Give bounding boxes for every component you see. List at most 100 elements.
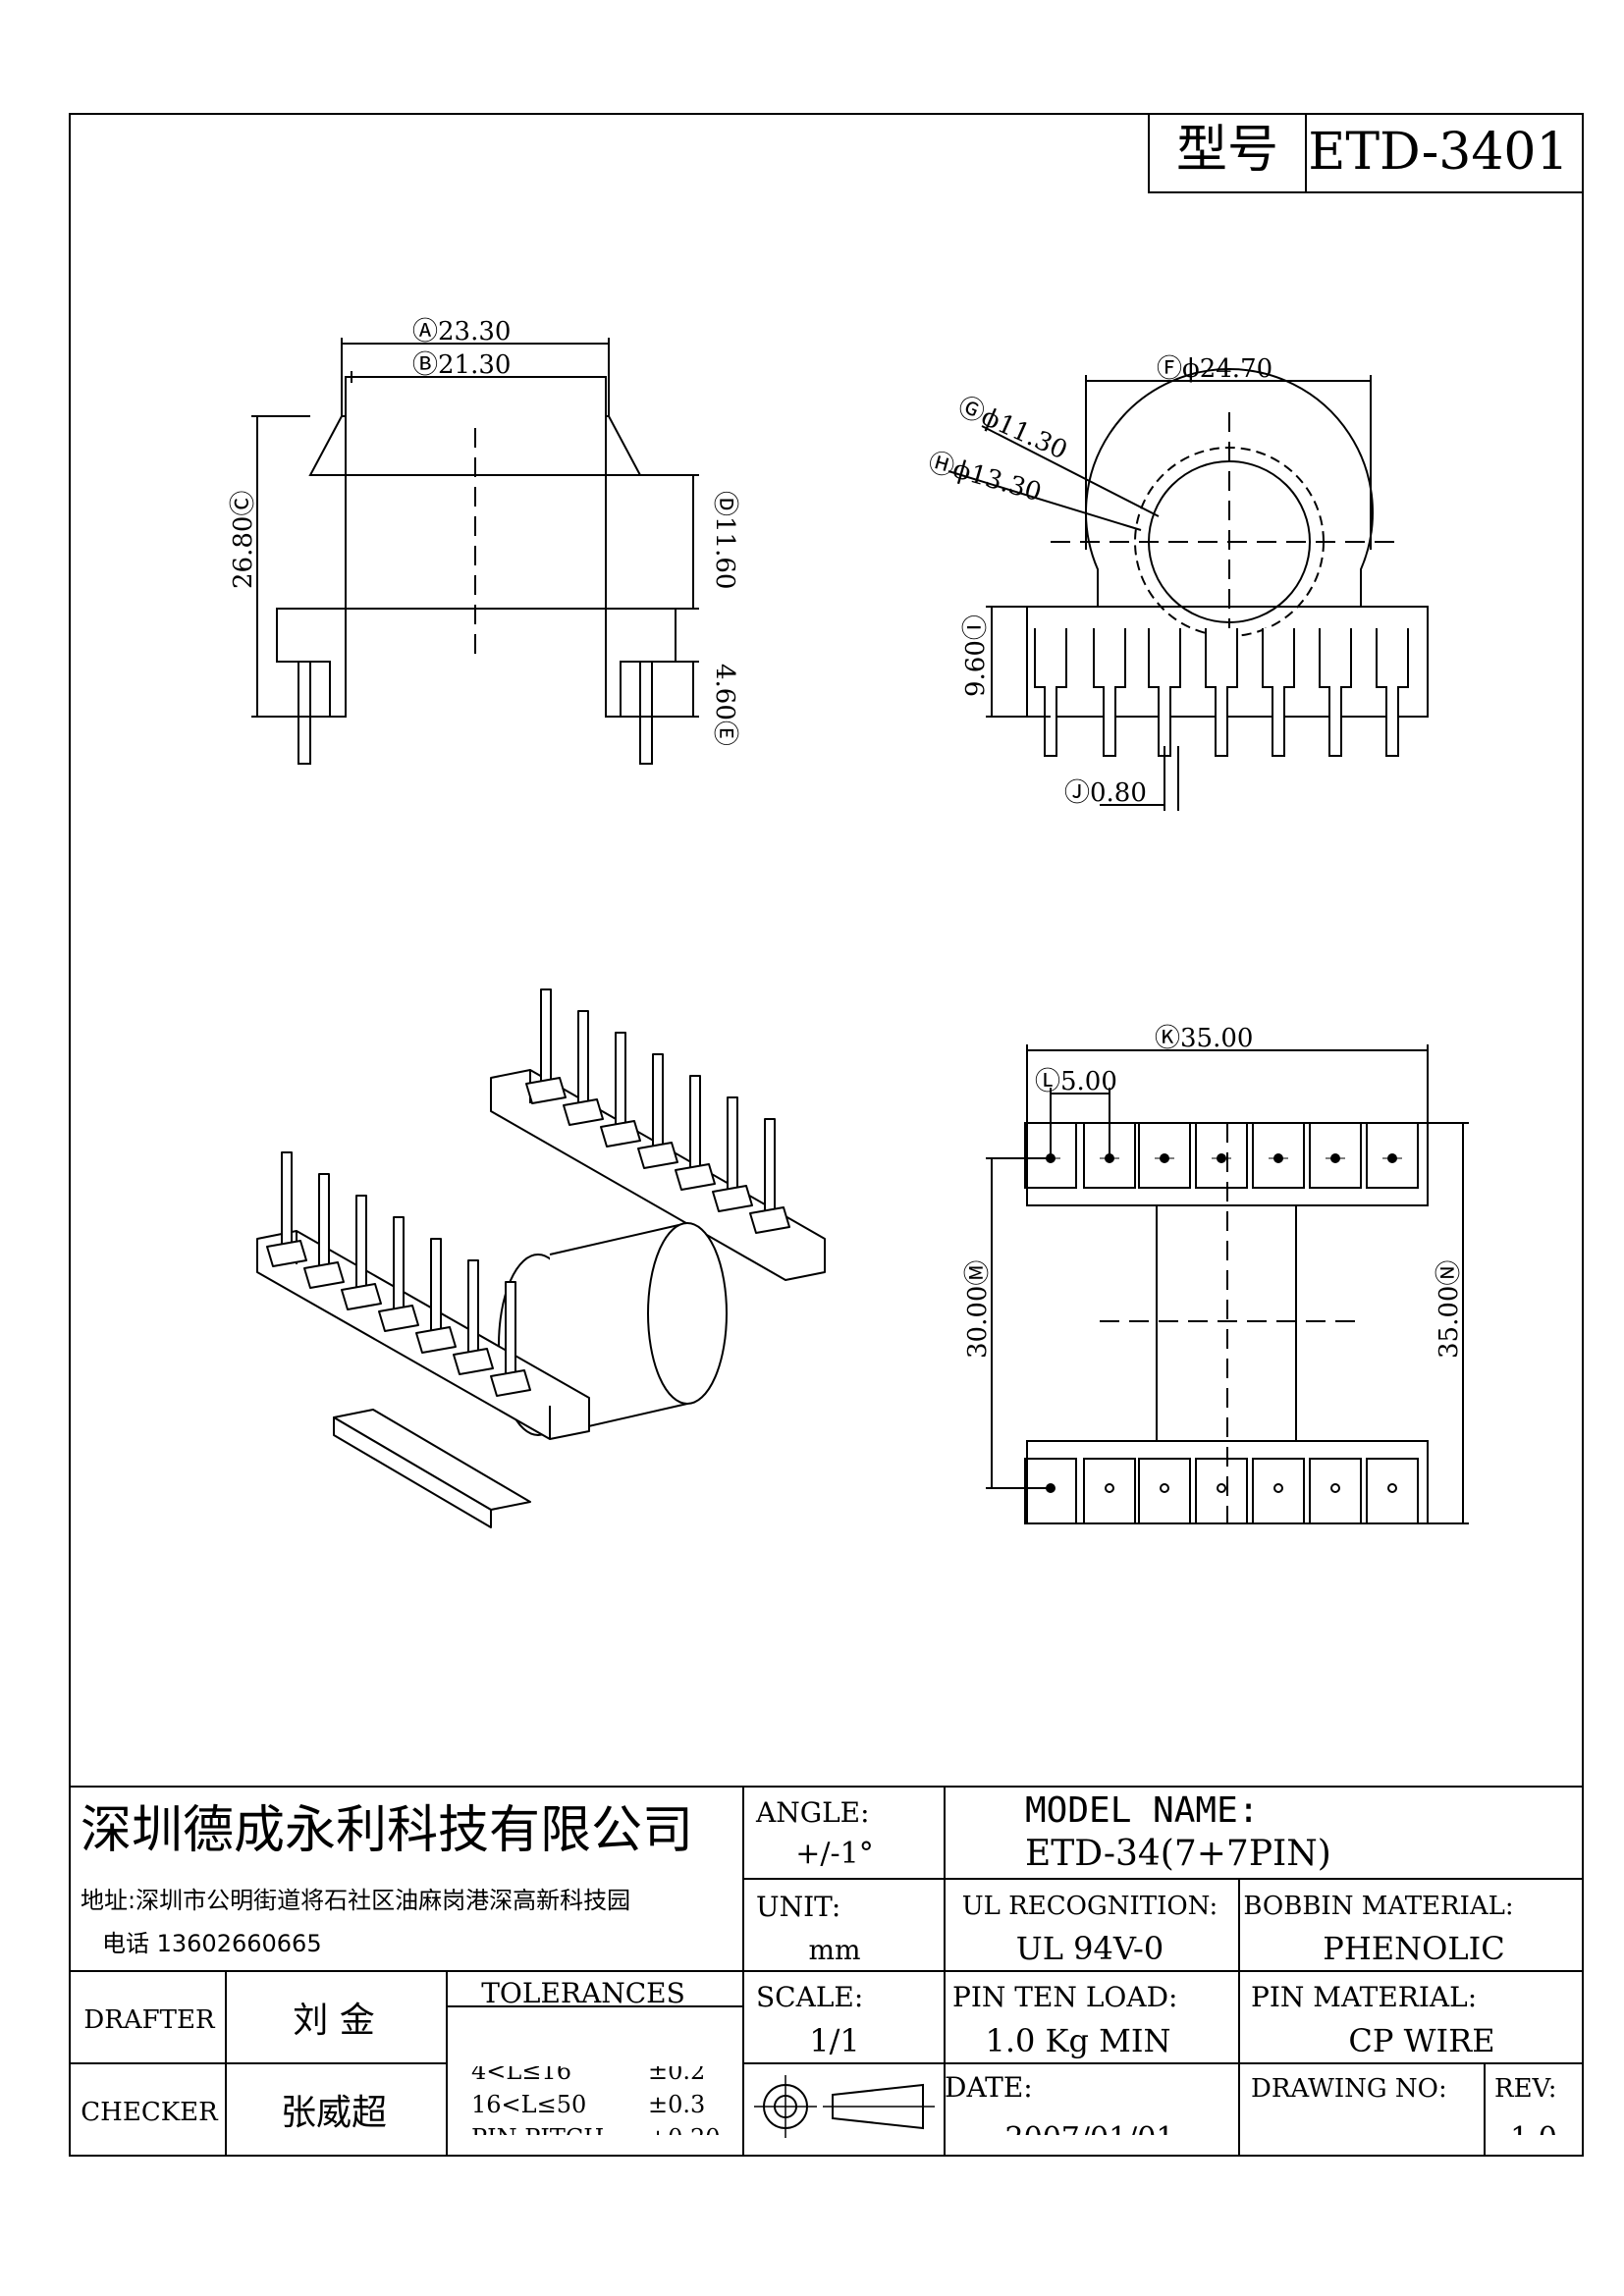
- bottom-pin-pocket: [1083, 1458, 1136, 1524]
- top-pin-pocket: [1195, 1122, 1248, 1189]
- top-pin-pocket: [1366, 1122, 1419, 1189]
- front-pin-slot: [1376, 628, 1409, 757]
- dim-l: Ⓛ5.00: [1035, 1067, 1117, 1096]
- bobbin-label: BOBBIN MATERIAL:: [1243, 1892, 1513, 1921]
- iso-pin: [467, 1259, 479, 1356]
- rev-value: 1.0: [1510, 2121, 1557, 2156]
- dim-h: Ⓗϕ13.30: [925, 448, 1045, 507]
- iso-pin: [505, 1281, 516, 1377]
- model-box: 型号 ETD-3401: [1148, 113, 1584, 193]
- angle-value: +/-1°: [795, 1837, 873, 1871]
- iso-pin: [689, 1075, 701, 1171]
- side-view: [251, 338, 699, 765]
- iso-pin: [355, 1195, 367, 1291]
- bottom-pin-hole: [1217, 1483, 1226, 1493]
- tolerances-title: TOLERANCES: [481, 1977, 685, 2009]
- iso-pin: [430, 1238, 442, 1334]
- angle-label: ANGLE:: [755, 1796, 870, 1829]
- front-pin-slot: [1262, 628, 1295, 757]
- top-pin-pocket: [1309, 1122, 1362, 1189]
- bottom-pin-hole: [1330, 1483, 1340, 1493]
- dim-i: 9.60Ⓘ: [961, 614, 991, 697]
- model-box-value: ETD-3401: [1308, 123, 1568, 182]
- dim-a: Ⓐ23.30: [412, 317, 511, 347]
- unit-label: UNIT:: [756, 1891, 840, 1923]
- tol-range-3: PIN PITCH: [471, 2124, 604, 2152]
- ul-label: UL RECOGNITION:: [962, 1892, 1218, 1921]
- iso-pin-block: [490, 1369, 531, 1397]
- scale-value: 1/1: [809, 2022, 860, 2059]
- iso-pin-block: [525, 1077, 567, 1104]
- isometric-view: [256, 988, 826, 1528]
- front-view: [947, 368, 1429, 811]
- bobbin-value: PHENOLIC: [1323, 1930, 1504, 1967]
- iso-pin: [727, 1096, 738, 1193]
- bottom-pin-pocket: [1366, 1458, 1419, 1524]
- bottom-pin-hole: [1160, 1483, 1169, 1493]
- unit-value: mm: [808, 1934, 860, 1966]
- iso-pin-block: [675, 1163, 716, 1191]
- iso-pin: [281, 1151, 293, 1248]
- pin-material-label: PIN MATERIAL:: [1251, 1981, 1477, 2013]
- iso-pin: [540, 988, 552, 1085]
- iso-pin-block: [415, 1326, 457, 1354]
- dim-b: Ⓑ21.30: [412, 350, 511, 380]
- bottom-pin-pocket: [1309, 1458, 1362, 1524]
- model-name-value: ETD-34(7+7PIN): [1025, 1834, 1331, 1874]
- iso-pin: [652, 1053, 664, 1149]
- top-pin-pocket: [1138, 1122, 1191, 1189]
- date-value: 2007/01/01: [1005, 2121, 1175, 2156]
- iso-pin-block: [749, 1206, 790, 1234]
- front-pin-slot: [1093, 628, 1126, 757]
- iso-pin: [615, 1032, 626, 1128]
- iso-pin-block: [637, 1142, 678, 1169]
- ul-value: UL 94V-0: [1016, 1930, 1164, 1967]
- iso-pin-block: [453, 1348, 494, 1375]
- iso-pin: [577, 1010, 589, 1106]
- bottom-pin-pocket: [1252, 1458, 1305, 1524]
- tol-range-2: 16<L≤50: [471, 2091, 586, 2118]
- front-pin-slot: [1148, 628, 1181, 757]
- iso-pin-block: [563, 1098, 604, 1126]
- dim-f: Ⓕϕ24.70: [1157, 354, 1272, 384]
- tol-range-1: 4<L≤16: [471, 2057, 571, 2085]
- tol-value-2: ±0.3: [648, 2091, 705, 2118]
- dim-m: 30.00Ⓜ: [963, 1260, 993, 1359]
- drawing-no-label: DRAWING NO:: [1251, 2074, 1447, 2104]
- title-block-text: 深圳德成永利科技有限公司 地址:深圳市公明街道将石社区油麻岗港深高新科技园 电话…: [81, 1790, 1557, 2156]
- model-box-label: 型号: [1176, 121, 1278, 180]
- tol-range-0: 0<L≤4: [471, 2020, 557, 2048]
- pin-load-label: PIN TEN LOAD:: [952, 1981, 1177, 2013]
- side-view-labels: Ⓐ23.30 Ⓑ21.30 26.80Ⓒ Ⓓ11.60 4.60Ⓔ: [229, 317, 739, 746]
- pin-load-value: 1.0 Kg MIN: [985, 2022, 1170, 2059]
- front-pin-slot: [1034, 628, 1067, 757]
- rev-label: REV:: [1494, 2074, 1556, 2104]
- front-pin-slot: [1205, 628, 1238, 757]
- company-address: 地址:深圳市公明街道将石社区油麻岗港深高新科技园: [81, 1887, 630, 1914]
- iso-pin: [764, 1118, 776, 1214]
- dim-j: Ⓙ0.80: [1064, 778, 1147, 808]
- iso-pin: [318, 1173, 330, 1269]
- iso-pin-block: [378, 1305, 419, 1332]
- top-pin-pocket: [1252, 1122, 1305, 1189]
- checker-value: 张威超: [281, 2093, 387, 2133]
- iso-pin: [393, 1216, 405, 1312]
- iso-pin-block: [266, 1240, 307, 1267]
- tol-value-0: ±0.1: [648, 2020, 705, 2048]
- scale-label: SCALE:: [756, 1981, 863, 2013]
- drafter-label: DRAFTER: [83, 2005, 216, 2035]
- dim-g: Ⓖϕ11.30: [953, 392, 1071, 465]
- bottom-pin-pocket: [1138, 1458, 1191, 1524]
- dim-n: 35.00Ⓝ: [1435, 1260, 1464, 1359]
- bottom-pin-hole: [1105, 1483, 1114, 1493]
- dim-e: 4.60Ⓔ: [710, 664, 739, 746]
- dim-k: Ⓚ35.00: [1155, 1024, 1253, 1053]
- tol-value-3: ±0.20: [648, 2124, 721, 2152]
- tol-value-1: ±0.2: [648, 2057, 705, 2085]
- iso-pin-block: [600, 1120, 641, 1148]
- iso-pin-block: [341, 1283, 382, 1310]
- checker-label: CHECKER: [81, 2098, 219, 2127]
- top-view-labels: Ⓚ35.00 Ⓛ5.00 30.00Ⓜ 35.00Ⓝ: [963, 1024, 1464, 1359]
- dim-d: Ⓓ11.60: [710, 491, 739, 589]
